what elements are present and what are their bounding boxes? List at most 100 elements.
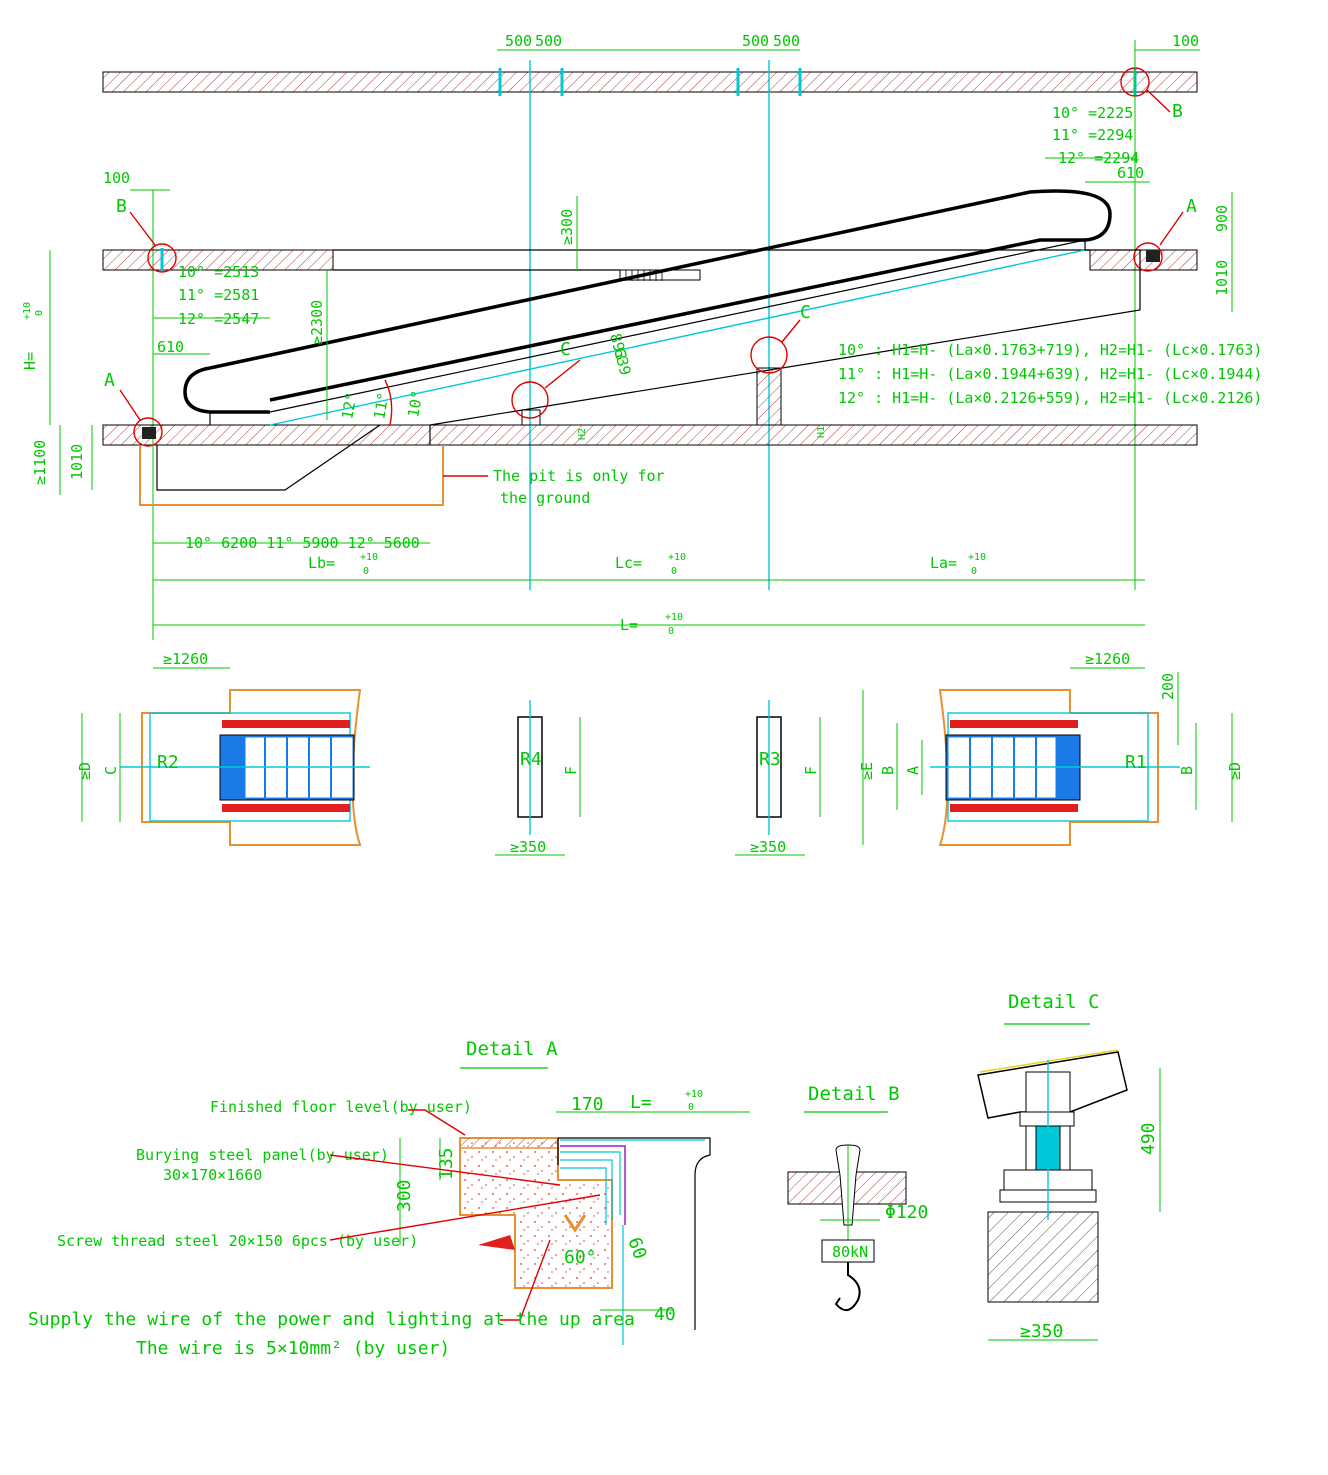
dim-500-c: 500 (742, 32, 769, 50)
detail-a-title: Detail A (466, 1038, 558, 1060)
dim-1010-left: 1010 (68, 444, 86, 480)
l-label: L= (620, 616, 638, 634)
bot-12: 12° =2547 (178, 310, 259, 328)
upper-floor-slab (102, 71, 1198, 93)
plan-left-pit: R2 ≥D C ≥1260 (76, 650, 370, 846)
ge1260-right: ≥1260 (1085, 650, 1130, 668)
detail-a-170: 170 (571, 1094, 604, 1115)
la-label: La= (930, 554, 957, 572)
dim-639: 639 (610, 346, 634, 377)
ged-right: ≥D (1226, 762, 1244, 780)
label-c-right: C (800, 302, 811, 323)
mid-support: C C (511, 302, 811, 426)
wire-label-1: Supply the wire of the power and lightin… (28, 1309, 635, 1330)
left-dimensions: 100 B A H= +10 0 ≥1100 1010 10° =2513 11… (21, 169, 827, 495)
lc-tol-top: +10 (668, 552, 686, 563)
detail-a-40: 40 (654, 1304, 676, 1325)
bot-10: 10° =2513 (178, 263, 259, 281)
formulas: 10° : H1=H- (La×0.1763+719), H2=H1- (Lc×… (838, 341, 1262, 407)
dim-900: 900 (1213, 205, 1231, 232)
formula-11: 11° : H1=H- (La×0.1944+639), H2=H1- (Lc×… (838, 365, 1262, 383)
panel-label-2: 30×170×1660 (163, 1166, 262, 1184)
dim-ge2300: ≥2300 (308, 300, 326, 345)
panel-label-1: Burying steel panel(by user) (136, 1146, 389, 1164)
dim-610-left: 610 (157, 338, 184, 356)
dim-100-left: 100 (103, 169, 130, 187)
dim-500-b: 500 (535, 32, 562, 50)
label-a-right: A (1186, 196, 1197, 217)
detail-a-135: 135 (436, 1147, 457, 1180)
detail-b-load: 80kN (832, 1243, 868, 1261)
lc-tol-bot: 0 (671, 566, 677, 577)
h-label: H= (21, 352, 39, 370)
f-dim-1: F (562, 766, 580, 775)
detail-a-tol-bot: 0 (688, 1102, 694, 1113)
detail-c-490: 490 (1138, 1122, 1159, 1155)
l-tol-bot: 0 (668, 626, 674, 637)
wire-label-2: The wire is 5×10mm² (by user) (136, 1338, 450, 1359)
gee-dim: ≥E (858, 762, 876, 780)
dim-500-d: 500 (773, 32, 800, 50)
ge1260-left: ≥1260 (163, 650, 208, 668)
label-b-left: B (116, 196, 127, 217)
dim-610-right: 610 (1117, 164, 1144, 182)
pit-note: The pit is only for the ground (493, 467, 665, 507)
h-tol-bot: 0 (34, 310, 45, 316)
top-10: 10° =2225 (1052, 104, 1133, 122)
ge350-2: ≥350 (750, 838, 786, 856)
middle-floor-slab (102, 242, 1198, 273)
detail-a-60a: 60° (564, 1247, 597, 1268)
c-dim: C (102, 766, 120, 775)
pit-outline (139, 445, 444, 506)
r1-label: R1 (1125, 752, 1147, 773)
right-dimensions: 10° =2225 11° =2294 12° =2294 610 A 900 … (1045, 104, 1233, 312)
dim-100-right: 100 (1172, 32, 1199, 50)
a-dim: A (904, 766, 922, 775)
detail-a-l: L= (630, 1092, 652, 1113)
detail-b-title: Detail B (808, 1083, 900, 1105)
l-tol-top: +10 (665, 612, 683, 623)
ang-11: 11° (370, 391, 392, 421)
h-tol-top: +10 (22, 302, 33, 320)
ang-12: 12° (338, 391, 360, 421)
la-tol-top: +10 (968, 552, 986, 563)
detail-b-phi: Φ120 (885, 1202, 928, 1223)
lb-label: Lb= (308, 554, 335, 572)
lb-tol-top: +10 (360, 552, 378, 563)
label-c-mid: C (560, 339, 571, 360)
formula-12: 12° : H1=H- (La×0.2126+559), H2=H1- (Lc×… (838, 389, 1262, 407)
detail-c-350: ≥350 (1020, 1321, 1063, 1342)
dim-200: 200 (1159, 673, 1177, 700)
top-dimensions: 500 500 500 500 100 B (497, 32, 1200, 122)
pit-note-2: the ground (500, 489, 590, 507)
dim-500-a: 500 (505, 32, 532, 50)
label-b-right: B (1172, 101, 1183, 122)
floor-label: Finished floor level(by user) (210, 1098, 472, 1116)
detail-a-60b: 60 (623, 1235, 650, 1263)
ge350-1: ≥350 (510, 838, 546, 856)
h2-label: H2 (577, 428, 588, 440)
detail-a-300: 300 (394, 1179, 415, 1212)
b-dim-right: B (1178, 766, 1196, 775)
r2-label: R2 (157, 752, 179, 773)
plan-support-r3: R3 F ≥350 (735, 700, 821, 856)
detail-c-title: Detail C (1008, 991, 1100, 1013)
la-tol-bot: 0 (971, 566, 977, 577)
dim-ge1100: ≥1100 (31, 440, 49, 485)
top-11: 11° =2294 (1052, 126, 1133, 144)
bot-11: 11° =2581 (178, 286, 259, 304)
lb-tol-bot: 0 (363, 566, 369, 577)
lc-label: Lc= (615, 554, 642, 572)
detail-b: Detail B Φ120 80kN (787, 1083, 928, 1311)
detail-a: Detail A 170 L= +10 0 135 300 60° 60 40 … (28, 1038, 750, 1359)
h1-label: H1 (816, 426, 827, 438)
f-dim-2: F (802, 766, 820, 775)
escalator-truss (156, 189, 1141, 491)
ged-left: ≥D (76, 762, 94, 780)
lower-floor-slab (102, 417, 1198, 447)
ang-10: 10° (404, 389, 426, 419)
dim-1010-right: 1010 (1213, 260, 1231, 296)
formula-10: 10° : H1=H- (La×0.1763+719), H2=H1- (Lc×… (838, 341, 1262, 359)
